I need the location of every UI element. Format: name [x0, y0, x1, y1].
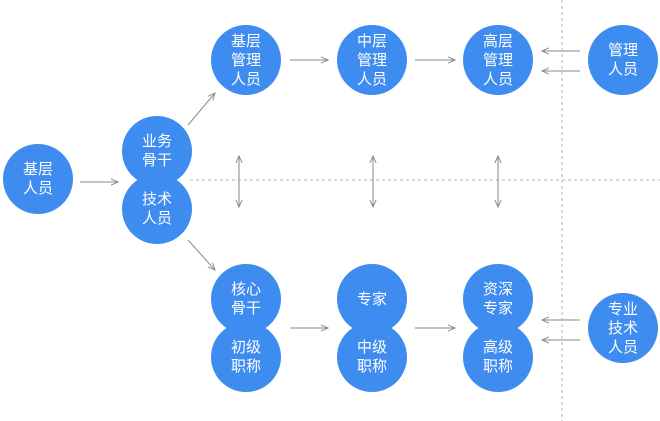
arrow-to-core-backbone	[187, 239, 215, 270]
node-technical-staff: 技术 人员	[122, 174, 192, 244]
node-junior-title: 初级 职称	[211, 322, 281, 392]
node-senior-title: 高级 职称	[463, 322, 533, 392]
node-middle-managers: 中层 管理 人员	[337, 25, 407, 95]
node-intermediate-title: 中级 职称	[337, 322, 407, 392]
node-basic-staff: 基层 人员	[3, 144, 73, 214]
arrow-to-junior-managers	[187, 93, 215, 126]
node-senior-managers: 高层 管理 人员	[463, 25, 533, 95]
node-professional-technical-staff: 专业 技术 人员	[588, 293, 658, 363]
node-junior-managers: 基层 管理 人员	[211, 25, 281, 95]
node-management-staff: 管理 人员	[588, 25, 658, 95]
